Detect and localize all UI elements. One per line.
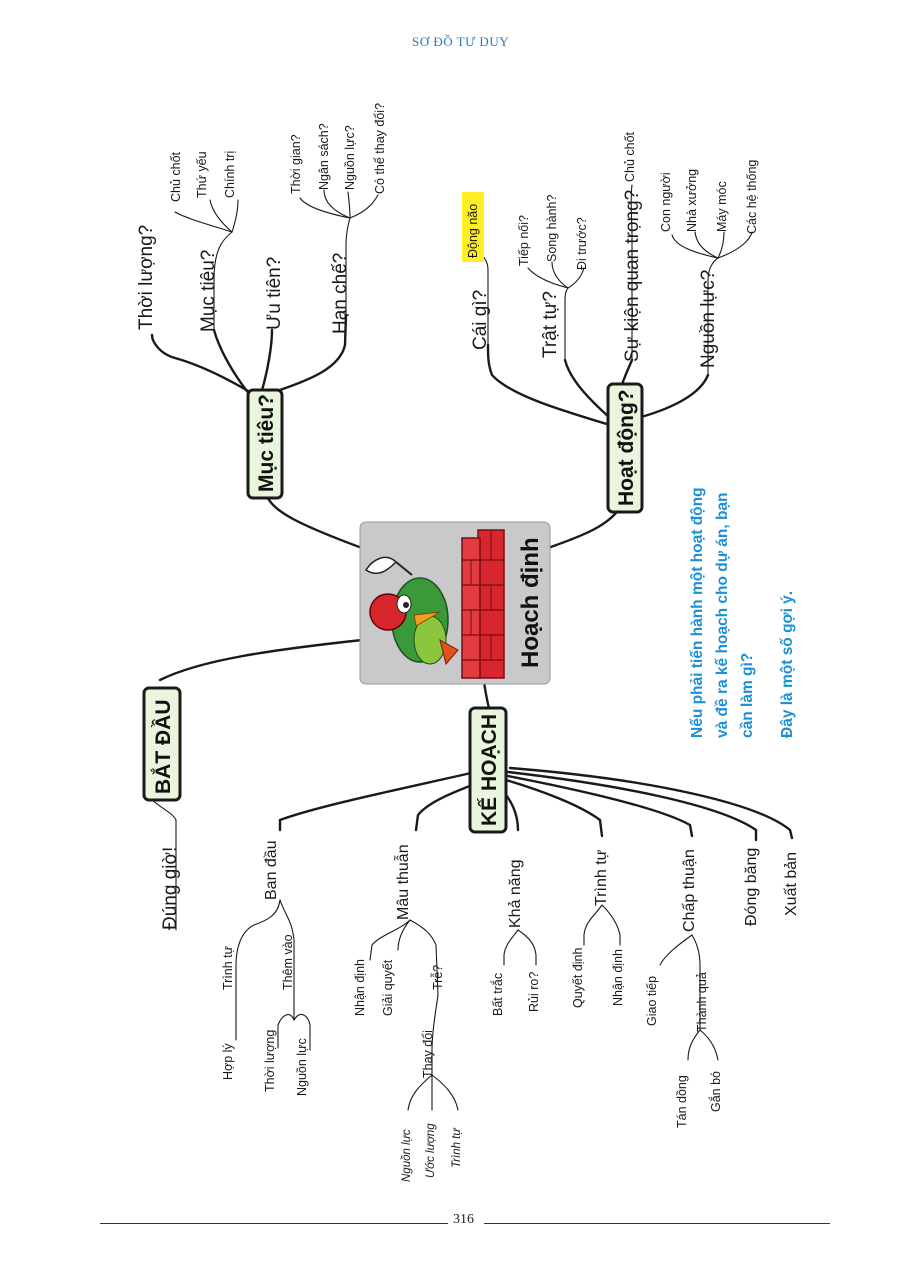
- branch-hoat-dong: Cái gì? Động não Trật tự? Tiếp nối? Song…: [462, 131, 759, 427]
- thanh-qua-tan-dong: Tán dồng: [675, 1075, 689, 1128]
- branch-muc-tieu: Thời lượng? Mục tiêu? Ưu tiên? Hạn chế? …: [136, 103, 387, 397]
- su-kien-chu-chot: Chủ chốt: [623, 131, 637, 182]
- ke-hoach-dong-bang: Đóng băng: [743, 848, 760, 926]
- page-number: 316: [453, 1212, 474, 1227]
- muc-tieu-muc-tieu: Mục tiêu?: [198, 250, 219, 332]
- header-title: SƠ ĐỒ TƯ DUY: [412, 34, 510, 49]
- ban-dau-them-vao: Thêm vào: [281, 934, 295, 990]
- node-ke-hoach-label: KẾ HOẠCH: [478, 714, 501, 826]
- nguon-luc-may-moc: Máy móc: [715, 181, 729, 232]
- han-che-thoi-gian: Thời gian?: [289, 134, 303, 194]
- kha-nang-bat-trac: Bất trắc: [490, 973, 505, 1016]
- ke-hoach-xuat-ban: Xuất bản: [783, 852, 800, 916]
- muc-tieu-thoi-luong: Thời lượng?: [136, 225, 157, 330]
- footer-rule-right: [484, 1223, 830, 1224]
- center-node: Hoạch định: [359, 521, 551, 685]
- hoat-dong-su-kien: Sự kiện quan trọng?: [622, 190, 643, 362]
- node-bat-dau: BẮT ĐẦU: [142, 686, 182, 802]
- nguon-luc-nha-xuong: Nhà xưởng: [685, 169, 699, 232]
- mau-thuan-giai-quyet: Giải quyết: [381, 959, 395, 1016]
- trat-tu-song-hanh: Song hành?: [545, 195, 559, 262]
- trinh-tu-nhan-dinh: Nhận định: [611, 949, 625, 1006]
- hoat-dong-nguon-luc: Nguồn lực?: [698, 270, 719, 368]
- thanh-qua-gan-bo: Gắn bó: [708, 1071, 723, 1112]
- thay-doi-nguon-luc: Nguồn lực: [401, 1129, 413, 1182]
- han-che-ngan-sach: Ngân sách?: [317, 123, 331, 190]
- muc-tieu-han-che: Hạn chế?: [330, 253, 351, 334]
- highlight-dong-nao: [462, 192, 484, 262]
- nguon-luc-con-nguoi: Con người: [659, 172, 673, 232]
- brick-wall-icon: [461, 529, 505, 679]
- node-hoat-dong: Hoạt động?: [606, 382, 644, 514]
- ban-dau-nguon-luc: Nguồn lực: [295, 1038, 309, 1096]
- node-bat-dau-label: BẮT ĐẦU: [151, 700, 175, 795]
- ban-dau-thoi-luong: Thời lượng: [263, 1030, 277, 1092]
- trat-tu-tiep-noi: Tiếp nối?: [517, 215, 531, 266]
- chap-thuan-thanh-qua: Thành quả: [695, 972, 709, 1032]
- node-muc-tieu: Mục tiêu?: [246, 388, 284, 500]
- page-footer: 316: [0, 1212, 910, 1236]
- note-block: Nếu phải tiến hành một hoạt động và đề r…: [689, 487, 796, 738]
- note-line-1: Nếu phải tiến hành một hoạt động: [689, 487, 706, 738]
- mau-thuan-thay-doi: Thay đổi: [421, 1030, 435, 1078]
- ke-hoach-ban-dau: Ban đầu: [263, 840, 280, 900]
- han-che-co-the-thay-doi: Có thể thay đổi?: [373, 103, 387, 194]
- han-che-nguon-luc: Nguồn lực?: [343, 125, 357, 190]
- muc-tieu-thu-yeu: Thứ yếu: [195, 151, 209, 198]
- kha-nang-rui-ro: Rủi ro?: [527, 972, 541, 1012]
- nguon-luc-cac-he-thong: Các hệ thống: [745, 160, 759, 234]
- hoat-dong-cai-gi: Cái gì?: [470, 290, 491, 350]
- muc-tieu-uu-tien: Ưu tiên?: [264, 257, 285, 330]
- muc-tieu-chinh-tri: Chính trị: [223, 151, 237, 198]
- ke-hoach-chap-thuan: Chấp thuận: [681, 849, 698, 932]
- note-line-3: cần làm gì?: [739, 653, 756, 738]
- hoat-dong-trat-tu: Trật tự?: [540, 291, 561, 358]
- ban-dau-trinh-tu: Trình tự: [221, 946, 235, 990]
- center-label: Hoạch định: [517, 537, 544, 668]
- note-line-2: và đề ra kế hoạch cho dự án, bạn: [714, 492, 731, 738]
- trat-tu-di-truoc: Đi trước?: [575, 217, 589, 270]
- ban-dau-hop-ly: Hợp lý: [221, 1043, 235, 1080]
- trinh-tu-quyet-dinh: Quyết định: [571, 947, 585, 1008]
- bird-mason-icon: [364, 556, 459, 666]
- mau-thuan-tre: Trễ?: [430, 965, 445, 990]
- branch-bat-dau: Đúng giờ!: [149, 797, 181, 931]
- mau-thuan-nhan-dinh: Nhận định: [353, 959, 367, 1016]
- ke-hoach-mau-thuan: Mâu thuẫn: [393, 844, 412, 920]
- chap-thuan-giao-tiep: Giao tiếp: [645, 976, 659, 1026]
- note-tip: Đây là một số gợi ý.: [779, 591, 796, 738]
- bat-dau-dung-gio: Đúng giờ!: [160, 847, 181, 930]
- thay-doi-trinh-tu: Trình tự: [451, 1128, 463, 1168]
- branch-ke-hoach: Ban đầu Trình tự Hợp lý Thêm vào Thời lư…: [221, 766, 800, 1182]
- ke-hoach-kha-nang: Khả năng: [507, 859, 524, 928]
- node-hoat-dong-label: Hoạt động?: [615, 389, 638, 506]
- hoat-dong-dong-nao: Động não: [466, 204, 480, 258]
- node-ke-hoach: KẾ HOẠCH: [468, 706, 508, 834]
- muc-tieu-chu-chot: Chủ chốt: [169, 151, 183, 202]
- footer-rule-left: [100, 1223, 448, 1224]
- node-muc-tieu-label: Mục tiêu?: [255, 394, 278, 492]
- ke-hoach-trinh-tu: Trình tự: [593, 849, 610, 906]
- thay-doi-uoc-luong: Ước lượng: [425, 1123, 437, 1178]
